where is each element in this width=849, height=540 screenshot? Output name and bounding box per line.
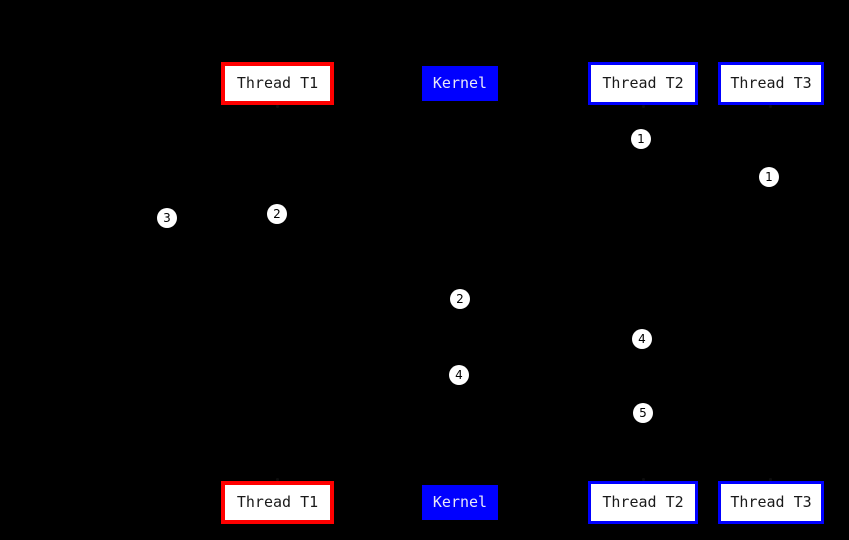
lifeline-t1 xyxy=(277,105,278,481)
step-badge: 3 xyxy=(157,208,177,228)
step-badge-number: 4 xyxy=(638,332,646,346)
step-badge: 2 xyxy=(267,204,287,224)
step-badge-number: 3 xyxy=(163,211,171,225)
participant-label-kernel-top: Kernel xyxy=(432,74,488,92)
step-badge-number: 1 xyxy=(765,170,773,184)
step-badge-number: 5 xyxy=(639,406,647,420)
participant-box-t2-top[interactable]: Thread T2 xyxy=(588,62,698,105)
step-badge: 5 xyxy=(633,403,653,423)
participant-box-kernel-bottom[interactable]: Kernel xyxy=(422,485,498,520)
lifeline-stub-t2-bottom xyxy=(642,478,645,481)
step-badge-number: 1 xyxy=(637,132,645,146)
participant-label-t2-bottom: Thread T2 xyxy=(602,493,684,511)
step-badge-number: 2 xyxy=(456,292,464,306)
participant-label-kernel-bottom: Kernel xyxy=(432,493,488,511)
step-badge: 1 xyxy=(759,167,779,187)
participant-box-t2-bottom[interactable]: Thread T2 xyxy=(588,481,698,524)
step-badge-number: 4 xyxy=(455,368,463,382)
step-badge: 4 xyxy=(449,365,469,385)
lifeline-t2 xyxy=(643,105,644,481)
participant-box-kernel-top[interactable]: Kernel xyxy=(422,66,498,101)
participant-box-t3-top[interactable]: Thread T3 xyxy=(718,62,824,105)
participant-label-t2-top: Thread T2 xyxy=(602,74,684,92)
lifeline-stub-t1-bottom xyxy=(276,478,279,481)
lifeline-stub-t1-top xyxy=(276,105,279,108)
lifeline-t3 xyxy=(770,105,771,481)
lifeline-stub-t3-bottom xyxy=(769,478,772,481)
participant-label-t3-top: Thread T3 xyxy=(730,74,812,92)
step-badge-number: 2 xyxy=(273,207,281,221)
participant-label-t1-top: Thread T1 xyxy=(236,74,319,92)
participant-label-t3-bottom: Thread T3 xyxy=(730,493,812,511)
step-badge: 4 xyxy=(632,329,652,349)
lifeline-stub-t3-top xyxy=(769,105,772,108)
step-badge: 2 xyxy=(450,289,470,309)
participant-box-t1-top[interactable]: Thread T1 xyxy=(221,62,334,105)
participant-box-t1-bottom[interactable]: Thread T1 xyxy=(221,481,334,524)
lifeline-stub-t2-top xyxy=(642,105,645,108)
participant-label-t1-bottom: Thread T1 xyxy=(236,493,319,511)
participant-box-t3-bottom[interactable]: Thread T3 xyxy=(718,481,824,524)
step-badge: 1 xyxy=(631,129,651,149)
